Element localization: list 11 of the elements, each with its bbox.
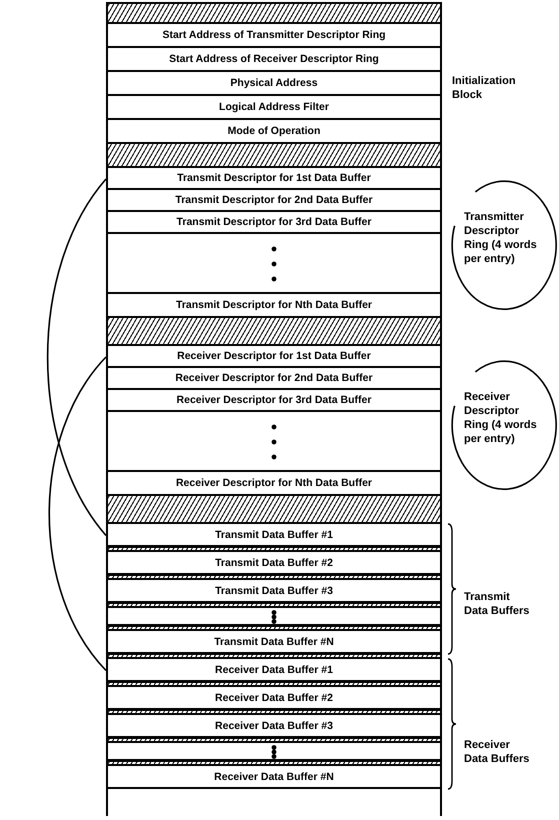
curved-line (48, 356, 107, 671)
hatched-band (108, 496, 440, 524)
section-label: Receiver Data Buffers (464, 738, 530, 766)
hatched-band (108, 318, 440, 346)
section-label: Receiver Descriptor Ring (4 words per entry) (464, 390, 538, 446)
section-label: Initialization Block (452, 74, 517, 102)
curved-line (46, 178, 107, 536)
section-label: Transmit Data Buffers (464, 590, 530, 618)
hatched-band (108, 144, 440, 168)
section-label: Transmitter Descriptor Ring (4 words per entry) (464, 210, 538, 266)
hatched-band (108, 4, 440, 24)
